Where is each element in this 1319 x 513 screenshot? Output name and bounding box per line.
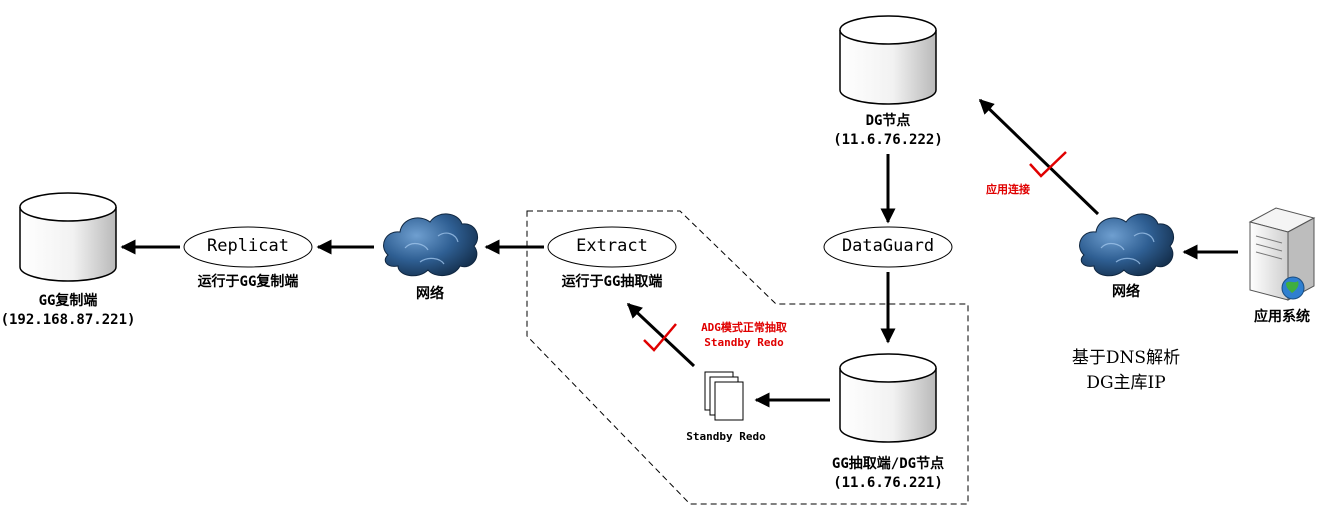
arrow-cloud-to-dg xyxy=(978,98,1100,216)
adg-note-line1: ADG模式正常抽取 xyxy=(701,321,787,334)
dns-note-line2: DG主库IP xyxy=(1086,373,1166,393)
network-right-caption: 网络 xyxy=(1112,284,1140,300)
cloud-icon xyxy=(1079,213,1174,277)
server-icon xyxy=(1248,207,1316,301)
database-icon xyxy=(19,192,117,282)
adg-note-line2: Standby Redo xyxy=(704,336,784,349)
dataguard-process xyxy=(823,226,953,268)
standby-redo-caption: Standby Redo xyxy=(686,430,766,443)
replicat-process xyxy=(183,226,313,268)
check-icon xyxy=(1029,151,1067,178)
app-connect-note: 应用连接 xyxy=(986,183,1030,196)
extract-zone-boundary xyxy=(526,210,969,505)
extract-process xyxy=(547,226,677,268)
dataguard-label: DataGuard xyxy=(841,236,935,256)
replicat-label: Replicat xyxy=(207,236,289,256)
database-icon xyxy=(839,15,937,105)
extract-caption: 运行于GG抽取端 xyxy=(561,274,663,290)
extract-label: Extract xyxy=(576,236,648,256)
gg-extract-db-ip: (11.6.76.221) xyxy=(833,475,943,491)
dg-node-ip: (11.6.76.222) xyxy=(833,132,943,148)
flow-arrows xyxy=(120,98,1238,408)
gg-extract-db-name: GG抽取端/DG节点 xyxy=(831,456,945,472)
database-icon xyxy=(839,353,937,443)
check-icon xyxy=(643,323,677,352)
app-system-caption: 应用系统 xyxy=(1254,309,1310,325)
gg-replicat-db-name: GG复制端 xyxy=(38,293,98,309)
documents-icon xyxy=(704,371,744,421)
gg-replicat-db-ip: (192.168.87.221) xyxy=(0,312,136,328)
network-left-caption: 网络 xyxy=(416,286,444,302)
dns-note-line1: 基于DNS解析 xyxy=(1071,348,1181,368)
cloud-icon xyxy=(383,213,478,277)
dg-node-name: DG节点 xyxy=(865,113,911,129)
replicat-caption: 运行于GG复制端 xyxy=(197,274,299,290)
arrow-redo-to-extract xyxy=(626,302,696,368)
